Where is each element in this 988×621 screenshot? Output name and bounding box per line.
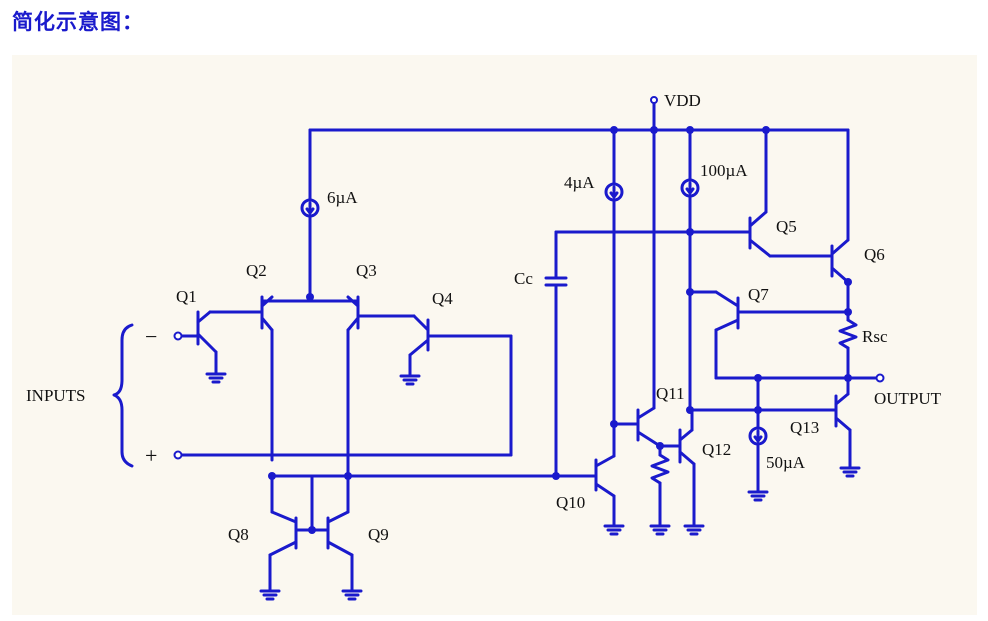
label-q3: Q3 [356, 261, 377, 280]
transistor-q2 [260, 295, 274, 462]
label-q12: Q12 [702, 440, 731, 459]
transistor-q12 [678, 408, 705, 536]
transistor-q6 [830, 128, 850, 314]
inputs-brace [112, 323, 134, 468]
output-terminal[interactable] [875, 373, 885, 383]
output-label: OUTPUT [874, 389, 942, 408]
label-q11: Q11 [656, 384, 685, 403]
label-cc: Cc [514, 269, 533, 288]
vdd-label: VDD [664, 91, 701, 110]
junction-dots [268, 126, 852, 534]
label-q1: Q1 [176, 287, 197, 306]
vdd-rail [308, 96, 850, 132]
transistor-q13 [834, 376, 861, 478]
transistor-q1 [196, 310, 264, 384]
label-4ua: 4µA [564, 173, 595, 192]
label-q8: Q8 [228, 525, 249, 544]
label-q10: Q10 [556, 493, 585, 512]
transistor-q11 [636, 128, 682, 457]
input-minus[interactable] [173, 331, 200, 341]
label-q5: Q5 [776, 217, 797, 236]
input-plus[interactable] [173, 450, 513, 460]
inputs-label: INPUTS [26, 386, 86, 405]
transistor-q5 [748, 128, 832, 258]
label-q2: Q2 [246, 261, 267, 280]
label-q9: Q9 [368, 525, 389, 544]
current-source-4ua [604, 128, 640, 458]
transistor-q10 [594, 454, 625, 536]
label-q7: Q7 [748, 285, 769, 304]
transistor-q7 [714, 290, 850, 380]
page-title: 简化示意图： [12, 10, 144, 34]
label-q6: Q6 [864, 245, 885, 264]
label-50ua: 50µA [766, 453, 806, 472]
minus-sign: − [145, 324, 157, 349]
current-source-6ua [300, 128, 320, 299]
transistor-q3 [346, 295, 360, 478]
label-rsc: Rsc [862, 327, 888, 346]
label-q13: Q13 [790, 418, 819, 437]
label-6ua: 6µA [327, 188, 358, 207]
label-100ua: 100µA [700, 161, 748, 180]
label-q4: Q4 [432, 289, 453, 308]
output-node [714, 373, 885, 383]
resistor-rsc [838, 310, 858, 380]
mirror-q8-q9 [259, 474, 363, 601]
plus-sign: + [145, 443, 157, 468]
current-source-50ua [747, 376, 769, 502]
transistor-q4 [356, 314, 513, 457]
resistor-q11-emitter [649, 453, 671, 536]
diff-pair-emitters [260, 299, 360, 312]
